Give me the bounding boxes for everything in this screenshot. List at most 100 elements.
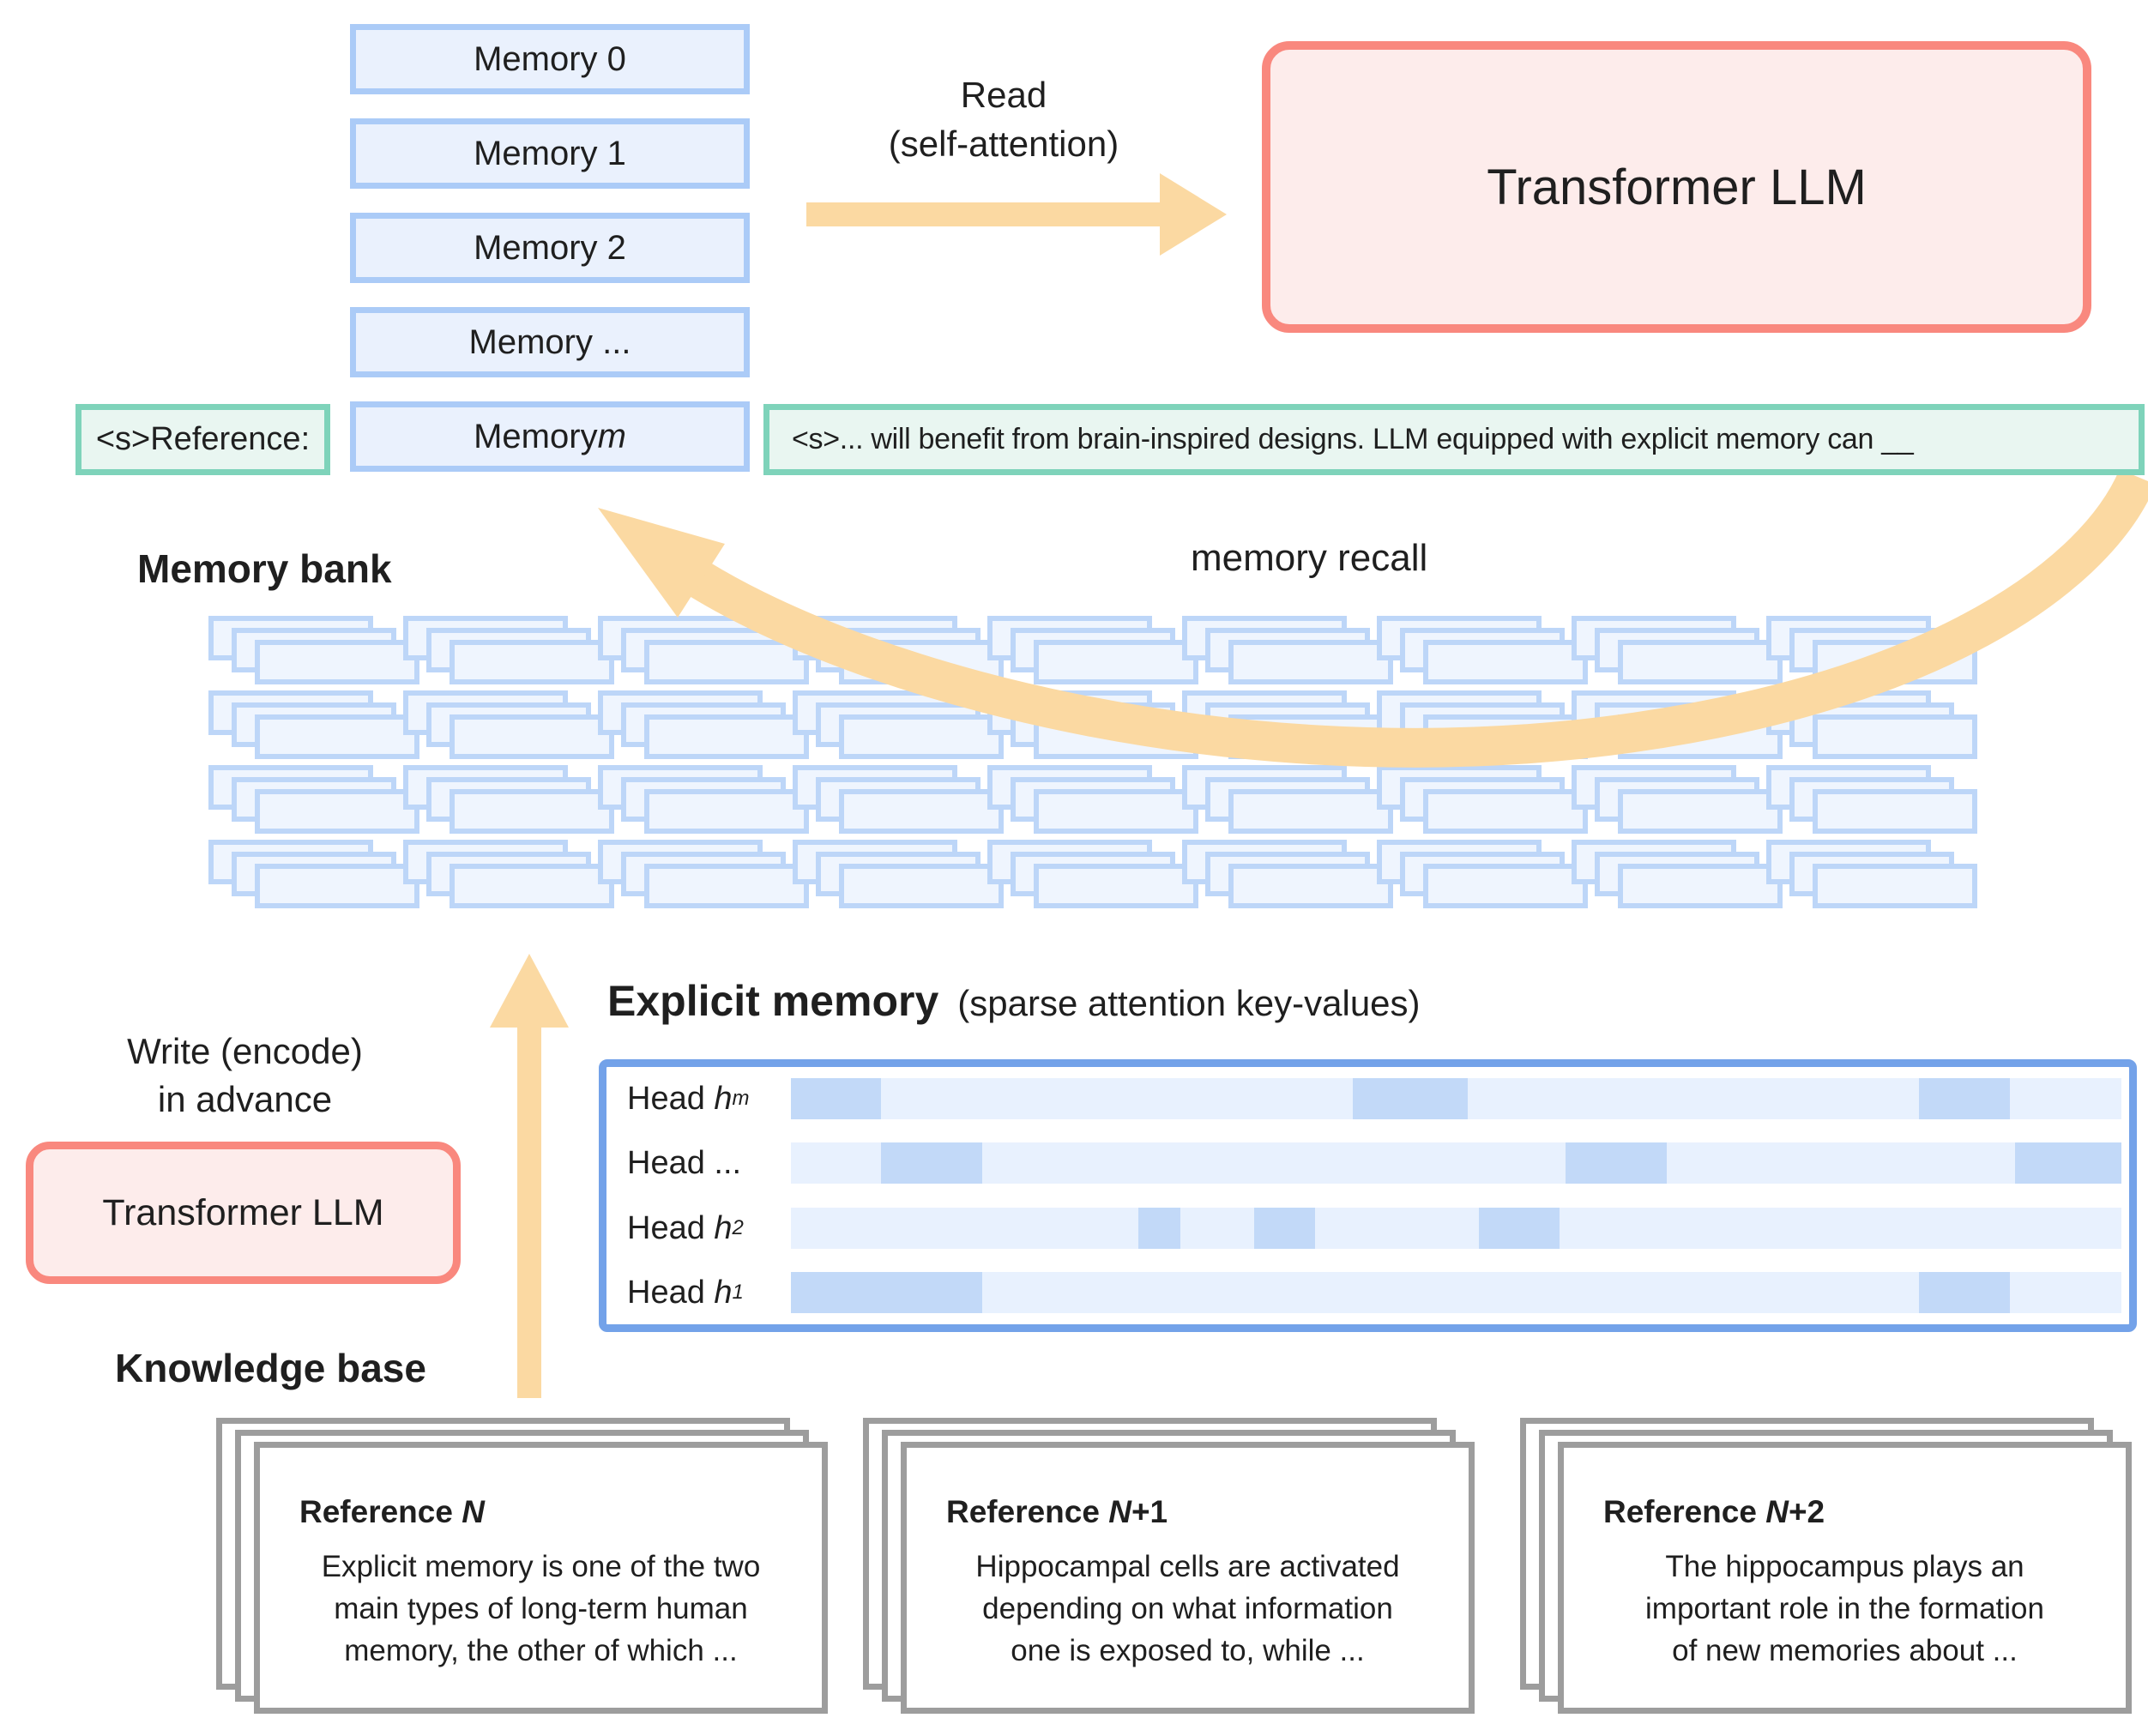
query-text-label: <s>... will benefit from brain-inspired … xyxy=(792,423,1914,455)
memory-bank-card xyxy=(1034,864,1198,908)
memory-box: Memory m xyxy=(350,401,750,472)
memory-bank xyxy=(208,616,1977,908)
memory-bank-card xyxy=(1423,789,1588,834)
reference-card-text-line: important role in the formation xyxy=(1645,1592,2044,1625)
query-text-box: <s>... will benefit from brain-inspired … xyxy=(763,404,2145,475)
memory-bank-card xyxy=(1618,864,1783,908)
memory-bank-cluster xyxy=(1377,616,1588,684)
reference-card-text-line: Hippocampal cells are activated xyxy=(975,1550,1400,1583)
read-self-attention-label: Read (self-attention) xyxy=(888,75,1119,164)
read-arrow-icon xyxy=(806,173,1227,256)
memory-box: Memory 0 xyxy=(350,24,750,94)
reference-card-text-line: memory, the other of which ... xyxy=(344,1634,738,1667)
memory-bank-card xyxy=(255,640,419,684)
write-arrow-icon xyxy=(490,954,569,1398)
reference-card-text-line: The hippocampus plays an xyxy=(1665,1550,2024,1583)
memory-bank-card xyxy=(255,789,419,834)
memory-bank-cluster xyxy=(1182,690,1393,759)
memory-bank-card xyxy=(1034,714,1198,759)
memory-bank-card xyxy=(839,640,1004,684)
reference-card-text-line: of new memories about ... xyxy=(1672,1634,2018,1667)
attention-highlight xyxy=(1352,1078,1469,1119)
memory-bank-cluster xyxy=(1572,690,1783,759)
memory-bank-cluster xyxy=(1572,840,1783,908)
memory-bank-cluster xyxy=(598,690,809,759)
memory-bank-cluster xyxy=(1766,616,1977,684)
memory-bank-cluster xyxy=(1377,690,1588,759)
memory-bank-card xyxy=(1423,864,1588,908)
reference-card-body: Hippocampal cells are activated depending… xyxy=(917,1546,1458,1672)
memory-bank-card xyxy=(1618,714,1783,759)
knowledge-base-label: Knowledge base xyxy=(115,1346,426,1390)
memory-bank-cluster xyxy=(793,616,1004,684)
memory-bank-card xyxy=(1813,864,1977,908)
memory-bank-label: Memory bank xyxy=(137,546,392,591)
memory-bank-card xyxy=(450,640,614,684)
memory-bank-card xyxy=(255,864,419,908)
memory-bank-card xyxy=(1813,714,1977,759)
memory-bank-cluster xyxy=(987,690,1198,759)
memory-bank-card xyxy=(644,640,809,684)
memory-bank-card xyxy=(450,789,614,834)
memory-bank-card xyxy=(1034,789,1198,834)
memory-bank-card xyxy=(644,714,809,759)
attention-row-bar xyxy=(791,1078,2121,1119)
memory-bank-cluster xyxy=(1766,690,1977,759)
memory-bank-card xyxy=(1813,640,1977,684)
memory-bank-cluster xyxy=(1182,616,1393,684)
transformer-llm-top-label: Transformer LLM xyxy=(1487,159,1867,215)
reference-card-body: Explicit memory is one of the two main ty… xyxy=(270,1546,812,1672)
transformer-llm-box-left: Transformer LLM xyxy=(26,1142,461,1284)
reference-card-title: Reference N+2 xyxy=(1603,1494,1825,1529)
memory-bank-cluster xyxy=(403,690,614,759)
memory-bank-cluster xyxy=(1182,840,1393,908)
attention-highlight xyxy=(2014,1142,2121,1184)
memory-bank-card xyxy=(839,789,1004,834)
memory-box: Memory 2 xyxy=(350,213,750,283)
memory-bank-card xyxy=(450,714,614,759)
attention-head-row: Head ... xyxy=(606,1142,2129,1184)
reference-token-box: <s>Reference: xyxy=(75,404,330,475)
reference-card-text-line: Explicit memory is one of the two xyxy=(321,1550,761,1583)
write-encode-label: Write (encode) in advance xyxy=(127,1031,363,1119)
memory-bank-cluster xyxy=(598,765,809,834)
memory-bank-card xyxy=(839,864,1004,908)
memory-bank-cluster xyxy=(1766,765,1977,834)
transformer-llm-left-label: Transformer LLM xyxy=(102,1191,384,1233)
memory-bank-cluster xyxy=(208,840,419,908)
attention-row-bar xyxy=(791,1208,2121,1249)
memory-bank-card xyxy=(1228,640,1393,684)
attention-highlight xyxy=(881,1142,983,1184)
reference-card-title: Reference N+1 xyxy=(946,1494,1168,1529)
reference-token-label: <s>Reference: xyxy=(95,421,311,457)
attention-highlight xyxy=(791,1078,882,1119)
attention-highlight xyxy=(1919,1078,2010,1119)
memory-bank-cluster xyxy=(208,616,419,684)
memory-bank-card xyxy=(644,789,809,834)
memory-bank-cluster xyxy=(1377,765,1588,834)
memory-bank-card xyxy=(1228,714,1393,759)
memory-bank-cluster xyxy=(403,765,614,834)
attention-highlight xyxy=(1253,1208,1316,1249)
attention-highlight xyxy=(1478,1208,1560,1249)
reference-card-text-line: depending on what information xyxy=(982,1592,1393,1625)
memory-bank-cluster xyxy=(208,765,419,834)
reference-card-text-line: one is exposed to, while ... xyxy=(1011,1634,1365,1667)
memory-bank-card xyxy=(1423,640,1588,684)
memory-bank-cluster xyxy=(208,690,419,759)
memory-bank-card xyxy=(644,864,809,908)
memory-bank-cluster xyxy=(1766,840,1977,908)
reference-card-text-line: main types of long-term human xyxy=(334,1592,748,1625)
reference-card-body: The hippocampus plays an important role i… xyxy=(1574,1546,2115,1672)
memory-bank-cluster xyxy=(598,616,809,684)
